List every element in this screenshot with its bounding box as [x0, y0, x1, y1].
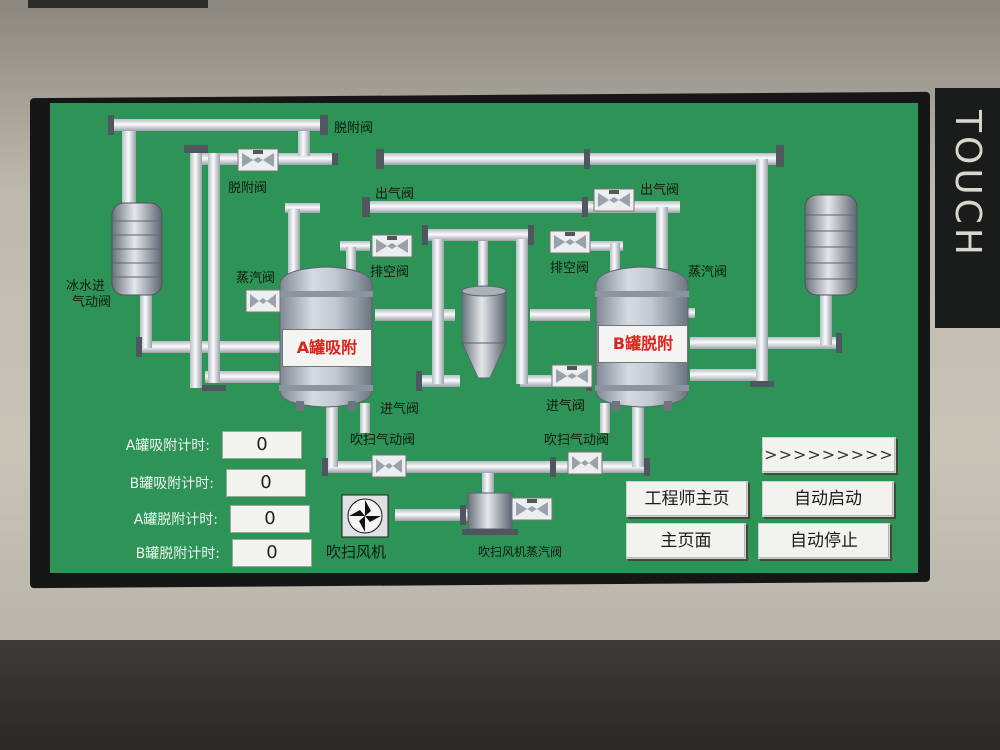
- device-side-strip: [935, 88, 1000, 328]
- purge-fan-label: 吹扫风机: [326, 543, 387, 561]
- vent-valve-right-label: 排空阀: [550, 261, 590, 276]
- timer-a-adsorb-value: 0: [222, 431, 302, 459]
- cyclone-separator: [461, 285, 507, 379]
- purge-pneumatic-right-label: 吹扫气动阀: [544, 433, 610, 448]
- main-page-button[interactable]: 主页面: [626, 523, 746, 559]
- outlet-valve-right-label: 出气阀: [640, 183, 680, 198]
- ice-water-filter: [111, 202, 163, 296]
- steam-valve-right-label: 蒸汽阀: [688, 265, 728, 280]
- outlet-valve-left-label: 出气阀: [375, 187, 415, 202]
- purge-fan-icon[interactable]: [341, 494, 389, 538]
- desorb-valve-top-label: 脱附阀: [334, 121, 374, 136]
- valve-icons[interactable]: [237, 148, 635, 521]
- ice-water-valve-label-1: 冰水进: [66, 279, 106, 294]
- next-page-button[interactable]: >>>>>>>>>: [762, 437, 896, 473]
- hmi-screen: 脱附阀 脱附阀 出气阀 出气阀 排空阀 排空阀 蒸汽阀 蒸汽阀 冰水进 气动阀 …: [50, 103, 918, 573]
- inlet-valve-left-label: 进气阀: [380, 402, 420, 417]
- steam-valve-left-label: 蒸汽阀: [236, 271, 276, 286]
- timer-b-adsorb-label: B罐吸附计时:: [129, 476, 214, 492]
- purge-fan-steam-box: [462, 492, 518, 535]
- auto-stop-button[interactable]: 自动停止: [758, 523, 890, 559]
- inlet-valve-right-label: 进气阀: [546, 399, 586, 414]
- timer-b-desorb-label: B罐脱附计时:: [135, 546, 220, 562]
- timer-a-desorb-label: A罐脱附计时:: [133, 512, 218, 528]
- device-base: [0, 640, 1000, 750]
- timer-b-desorb-value: 0: [232, 539, 312, 567]
- device-top-tab: [28, 0, 208, 8]
- timer-b-adsorb-value: 0: [226, 469, 306, 497]
- purge-fan-steam-valve-label: 吹扫风机蒸汽阀: [478, 545, 563, 559]
- desorb-valve-left-label: 脱附阀: [228, 181, 268, 196]
- right-filter: [804, 194, 858, 296]
- timer-a-adsorb-label: A罐吸附计时:: [125, 438, 210, 454]
- process-diagram: [108, 115, 858, 538]
- device-brand-label: TOUCH: [947, 110, 988, 259]
- timer-a-desorb-value: 0: [230, 505, 310, 533]
- tank-b-label: B罐脱附: [598, 325, 688, 363]
- tank-a-label: A罐吸附: [282, 329, 372, 367]
- engineer-home-button[interactable]: 工程师主页: [626, 481, 748, 517]
- auto-start-button[interactable]: 自动启动: [762, 481, 894, 517]
- vent-valve-left-label: 排空阀: [370, 265, 410, 280]
- purge-pneumatic-left-label: 吹扫气动阀: [350, 433, 416, 448]
- ice-water-valve-label-2: 气动阀: [72, 295, 112, 310]
